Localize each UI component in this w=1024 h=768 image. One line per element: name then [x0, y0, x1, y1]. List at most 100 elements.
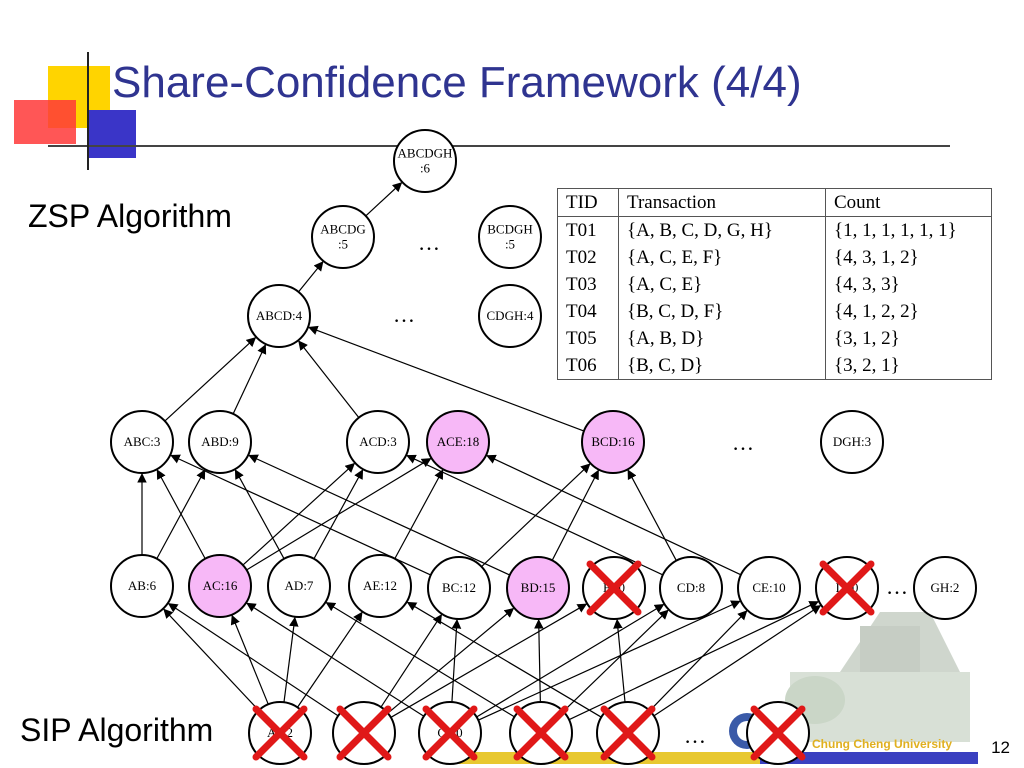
node-de: D :0 — [815, 556, 879, 620]
node-label: ACD:3 — [359, 434, 397, 449]
node-label: CDGH:4 — [487, 308, 534, 323]
edge-d-bd — [534, 619, 544, 703]
edge-cd-acd — [406, 454, 664, 576]
node-circle — [311, 205, 375, 269]
edge-ae-ace — [394, 469, 444, 560]
table-header-row: TID Transaction Count — [557, 188, 992, 217]
node-label: BCD:16 — [591, 434, 635, 449]
node-label: AC:16 — [203, 578, 238, 593]
node-circle — [820, 410, 884, 474]
node-cdgh: CDGH:4 — [478, 284, 542, 348]
building-image — [785, 612, 970, 742]
table-row: T03 {A, C, E} {4, 3, 3} — [557, 271, 992, 298]
node-circle — [346, 410, 410, 474]
node-label: BD:15 — [521, 580, 556, 595]
cell-transaction: {A, C, E} — [618, 271, 826, 298]
node-abcdgh: ABCDGH:6 — [393, 129, 457, 193]
cell-transaction: {A, B, D} — [618, 325, 826, 352]
node-ce: CE:10 — [737, 556, 801, 620]
node-label: CE:10 — [752, 580, 785, 595]
edge-c-ce — [477, 600, 741, 721]
ellipsis-level5: … — [418, 230, 440, 255]
node-label: ACE:18 — [437, 434, 480, 449]
edge-abcd-abcdg — [298, 261, 324, 293]
node-abcd: ABCD:4 — [247, 284, 311, 348]
node-ace: ACE:18 — [426, 410, 490, 474]
cell-tid: T02 — [557, 244, 619, 271]
edge-e-ce — [649, 610, 748, 712]
node-circle — [478, 284, 542, 348]
cross-mark-icon — [513, 705, 569, 761]
cross-mark-icon — [336, 705, 392, 761]
edge-bd-bcd — [551, 469, 599, 561]
node-acd: ACD:3 — [346, 410, 410, 474]
node-label: ABCDGH — [398, 146, 453, 161]
node-d: D — [509, 701, 573, 765]
node-circle — [188, 554, 252, 618]
edge-ce-ace — [486, 454, 742, 576]
node-bd: BD:15 — [506, 556, 570, 620]
node-abc: ABC:3 — [110, 410, 174, 474]
node-abd: ABD:9 — [188, 410, 252, 474]
edge-c-cd — [476, 603, 665, 718]
edge-a-ab — [163, 608, 260, 711]
table-row: T04 {B, C, D, F} {4, 1, 2, 2} — [557, 298, 992, 325]
edge-b-bd — [387, 607, 515, 714]
node-label: :6 — [420, 161, 431, 176]
edge-a-ac — [230, 614, 269, 705]
node-label: ABCDG — [320, 222, 366, 237]
page-number: 12 — [991, 738, 1010, 757]
node-e: E — [596, 701, 660, 765]
cell-count: {4, 3, 3} — [834, 273, 900, 295]
ellipsis-level1: … — [684, 723, 706, 748]
ellipsis-level3: … — [732, 430, 754, 455]
header-transaction: Transaction — [618, 188, 826, 217]
node-label: BCDGH — [487, 222, 533, 237]
cell-count: {4, 3, 1, 2} — [834, 246, 919, 268]
node-bc: BC:12 — [427, 556, 491, 620]
node-circle — [581, 410, 645, 474]
table-row: T02 {A, C, E, F} {4, 3, 1, 2} — [557, 244, 992, 271]
edge-e-ae — [406, 601, 602, 718]
edge-c-ac — [246, 602, 425, 717]
cell-tid: T03 — [557, 271, 619, 298]
table-row: T01 {A, B, C, D, G, H} {1, 1, 1, 1, 1, 1… — [557, 216, 992, 244]
edge-b-ab — [167, 603, 339, 717]
red-square — [14, 100, 76, 144]
node-label: :5 — [505, 237, 515, 252]
node-circle — [247, 284, 311, 348]
edge-ad-acd — [313, 469, 364, 560]
cell-tid: T06 — [557, 352, 619, 380]
cross-mark-icon — [750, 705, 806, 761]
cell-count: {4, 1, 2, 2} — [834, 300, 919, 322]
node-dgh: DGH:3 — [820, 410, 884, 474]
cell-count: {3, 1, 2} — [834, 327, 900, 349]
edge-e-de — [653, 605, 822, 717]
edge-d-de — [568, 601, 819, 721]
node-circle — [426, 410, 490, 474]
node-ae: AE:12 — [348, 554, 412, 618]
edge-abc-abcd — [164, 337, 257, 422]
table-row: T05 {A, B, D} {3, 1, 2} — [557, 325, 992, 352]
node-circle — [506, 556, 570, 620]
transaction-table: TID Transaction Count T01 {A, B, C, D, G… — [557, 188, 992, 380]
cross-mark-icon — [586, 560, 642, 616]
node-h: H — [746, 701, 810, 765]
edge-a-ae — [296, 611, 363, 708]
node-circle — [737, 556, 801, 620]
blue-square — [88, 110, 136, 158]
header-tid: TID — [557, 188, 619, 217]
node-gh: GH:2 — [913, 556, 977, 620]
node-c: C:10 — [418, 701, 482, 765]
node-label: ABD:9 — [201, 434, 239, 449]
edge-ad-abd — [234, 469, 285, 560]
node-circle — [267, 554, 331, 618]
cross-mark-icon — [252, 705, 308, 761]
cross-mark-icon — [819, 560, 875, 616]
node-bcdgh: BCDGH:5 — [478, 205, 542, 269]
node-circle — [478, 205, 542, 269]
ellipsis-level4: … — [393, 302, 415, 327]
node-circle — [110, 554, 174, 618]
edge-bcd-abcd — [308, 325, 585, 432]
